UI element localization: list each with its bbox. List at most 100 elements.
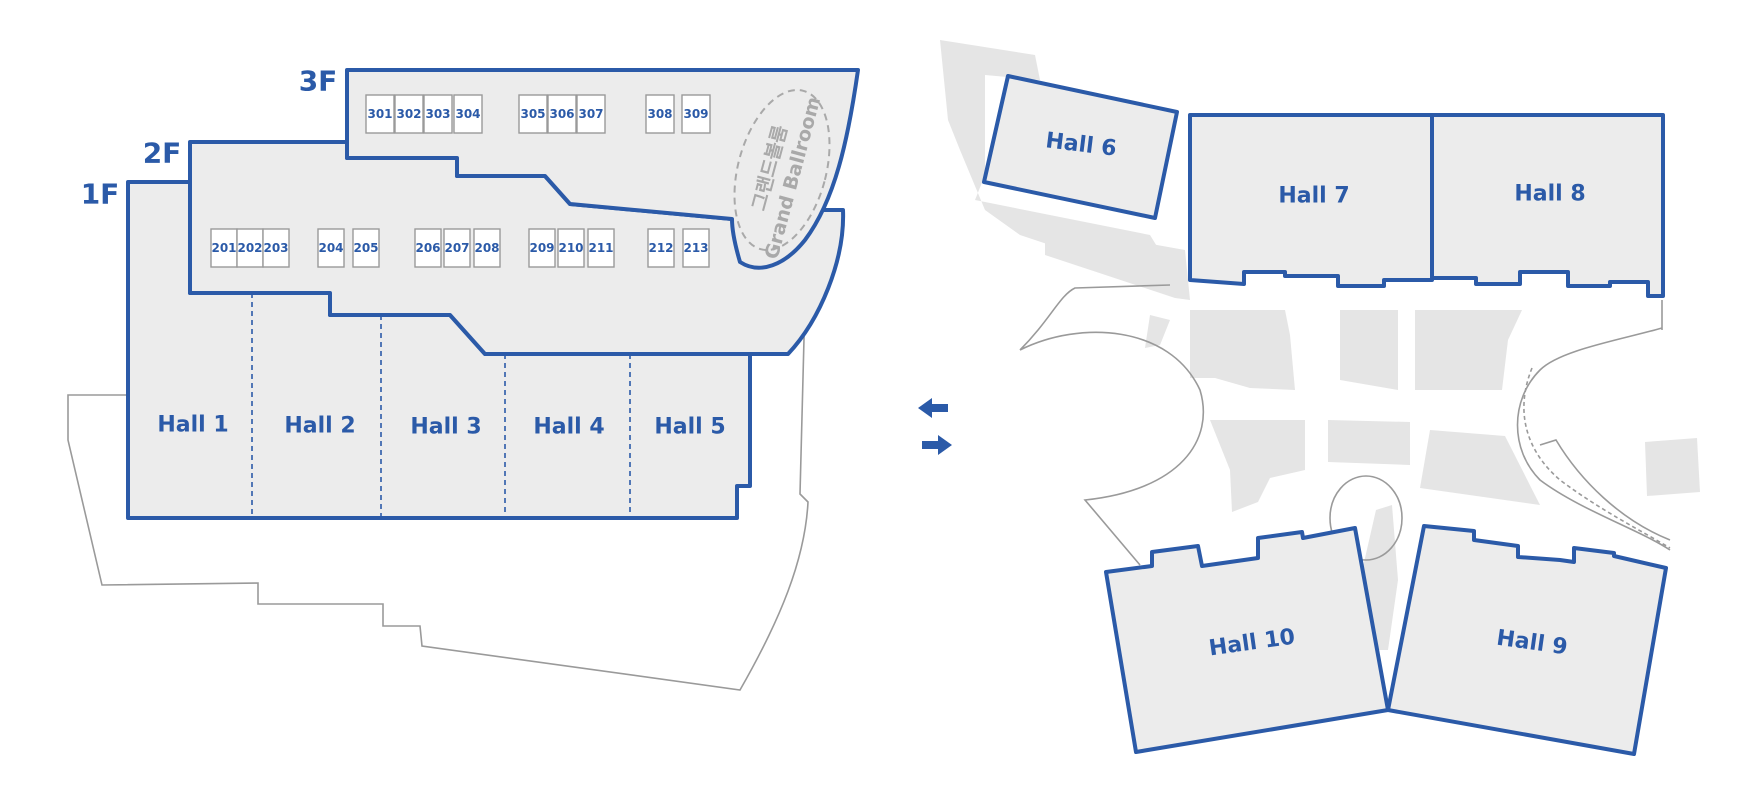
- left-building-footprint: [67, 299, 809, 691]
- room-label: 309: [683, 107, 708, 121]
- room-label: 302: [396, 107, 421, 121]
- plaza-shape: [1145, 315, 1170, 348]
- hall-6-area[interactable]: [982, 74, 1179, 220]
- arrow-left-icon: [918, 398, 948, 418]
- room-label: 206: [415, 241, 440, 255]
- room-306[interactable]: 306: [547, 94, 577, 134]
- room-304[interactable]: 304: [453, 94, 483, 134]
- room-209[interactable]: 209: [528, 228, 556, 268]
- room-label: 308: [647, 107, 672, 121]
- room-label: 212: [648, 241, 673, 255]
- room-box[interactable]: [352, 228, 380, 268]
- room-212[interactable]: 212: [647, 228, 675, 268]
- grand-ballroom-area[interactable]: [718, 79, 845, 260]
- room-box[interactable]: [236, 228, 264, 268]
- room-box[interactable]: [453, 94, 483, 134]
- room-label: 306: [549, 107, 574, 121]
- floor-label-1f: 1F: [81, 178, 120, 211]
- room-210[interactable]: 210: [557, 228, 585, 268]
- room-302[interactable]: 302: [394, 94, 424, 134]
- room-box[interactable]: [210, 228, 238, 268]
- room-203[interactable]: 203: [262, 228, 290, 268]
- plaza-shape: [940, 40, 1190, 300]
- room-box[interactable]: [647, 228, 675, 268]
- room-label: 211: [588, 241, 613, 255]
- grand-ballroom[interactable]: 그랜드볼룸 Grand Ballroom: [718, 79, 845, 262]
- room-box[interactable]: [443, 228, 471, 268]
- plaza-shape: [1328, 420, 1410, 465]
- room-307[interactable]: 307: [576, 94, 606, 134]
- room-303[interactable]: 303: [423, 94, 453, 134]
- room-211[interactable]: 211: [587, 228, 615, 268]
- plaza-shape: [1420, 430, 1540, 505]
- room-box[interactable]: [557, 228, 585, 268]
- left-right-arrows-icon: [918, 398, 952, 455]
- room-label: 305: [520, 107, 545, 121]
- room-label: 303: [425, 107, 450, 121]
- room-301[interactable]: 301: [365, 94, 395, 134]
- hall-5-label[interactable]: Hall 5: [654, 415, 725, 440]
- room-label: 203: [263, 241, 288, 255]
- room-label: 204: [318, 241, 343, 255]
- floor-label-3f: 3F: [299, 65, 338, 98]
- plaza-shape: [1415, 310, 1522, 390]
- room-label: 304: [455, 107, 480, 121]
- room-box[interactable]: [576, 94, 606, 134]
- room-207[interactable]: 207: [443, 228, 471, 268]
- room-309[interactable]: 309: [681, 94, 711, 134]
- room-201[interactable]: 201: [210, 228, 238, 268]
- room-208[interactable]: 208: [473, 228, 501, 268]
- room-label: 205: [353, 241, 378, 255]
- room-box[interactable]: [394, 94, 424, 134]
- room-box[interactable]: [587, 228, 615, 268]
- room-213[interactable]: 213: [682, 228, 710, 268]
- plaza-outline: [1539, 439, 1671, 541]
- plaza-shape: [1210, 420, 1305, 512]
- room-305[interactable]: 305: [518, 94, 548, 134]
- hall-2-label[interactable]: Hall 2: [284, 414, 355, 439]
- room-202[interactable]: 202: [236, 228, 264, 268]
- room-box[interactable]: [473, 228, 501, 268]
- plaza-outline: [1516, 327, 1671, 551]
- room-label: 202: [237, 241, 262, 255]
- room-box[interactable]: [317, 228, 345, 268]
- plaza-shape: [1340, 310, 1398, 390]
- room-box[interactable]: [414, 228, 442, 268]
- room-box[interactable]: [528, 228, 556, 268]
- hall-3-label[interactable]: Hall 3: [410, 415, 481, 440]
- plaza-shape: [1190, 310, 1295, 390]
- hall-9-area[interactable]: [1386, 524, 1668, 756]
- hall-4-label[interactable]: Hall 4: [533, 415, 604, 440]
- room-label: 301: [367, 107, 392, 121]
- room-label: 210: [558, 241, 583, 255]
- room-label: 209: [529, 241, 554, 255]
- room-box[interactable]: [681, 94, 711, 134]
- plaza-outline: [1019, 284, 1205, 566]
- arrow-right-icon: [922, 435, 952, 455]
- plaza-ellipse: [1329, 475, 1403, 561]
- room-label: 208: [474, 241, 499, 255]
- plaza-shape: [1045, 225, 1190, 300]
- hall-1-label[interactable]: Hall 1: [157, 413, 228, 438]
- plaza-outline: [1523, 367, 1671, 549]
- hall-7-label[interactable]: Hall 7: [1278, 184, 1349, 209]
- right-building: Hall 6 Hall 7 Hall 8 Hall 10 Hall 9: [940, 40, 1700, 756]
- room-204[interactable]: 204: [317, 228, 345, 268]
- room-205[interactable]: 205: [352, 228, 380, 268]
- room-206[interactable]: 206: [414, 228, 442, 268]
- room-box[interactable]: [547, 94, 577, 134]
- room-box[interactable]: [682, 228, 710, 268]
- room-box[interactable]: [645, 94, 675, 134]
- hall-8-area[interactable]: [1430, 113, 1665, 298]
- room-box[interactable]: [423, 94, 453, 134]
- hall-8-label[interactable]: Hall 8: [1514, 182, 1585, 207]
- room-box[interactable]: [262, 228, 290, 268]
- room-308[interactable]: 308: [645, 94, 675, 134]
- room-box[interactable]: [365, 94, 395, 134]
- room-label: 213: [683, 241, 708, 255]
- room-box[interactable]: [518, 94, 548, 134]
